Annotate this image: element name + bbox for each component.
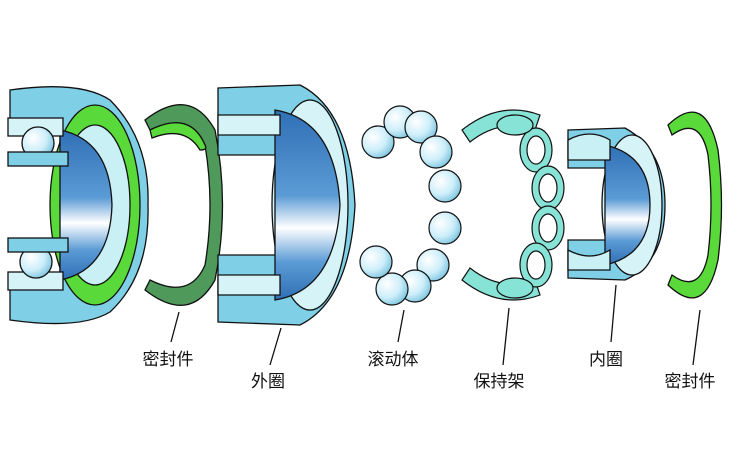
ball — [361, 125, 395, 159]
leader-line-rolling-elements — [397, 309, 405, 343]
leader-line-inner-ring — [610, 284, 617, 343]
rolling-elements-graphic — [359, 105, 462, 306]
label-seal-right: 密封件 — [664, 372, 716, 392]
cage-graphic — [461, 109, 565, 301]
label-inner-ring: 内圈 — [589, 350, 623, 370]
label-outer-ring: 外圈 — [251, 372, 285, 392]
outer-ring-graphic — [217, 84, 356, 326]
ball — [375, 272, 409, 306]
ball — [404, 110, 438, 144]
leader-line-seal-right — [692, 309, 701, 366]
ball — [419, 135, 453, 169]
assembled-bearing — [7, 86, 149, 325]
leader-line-seal-left — [170, 311, 180, 343]
leader-lines — [170, 284, 701, 366]
label-cage: 保持架 — [473, 372, 525, 392]
label-seal-left: 密封件 — [142, 350, 194, 370]
seal-left-graphic — [144, 104, 224, 306]
ball — [359, 245, 393, 279]
ball — [428, 211, 462, 245]
label-rolling-elements: 滚动体 — [367, 350, 419, 370]
leader-line-cage — [502, 307, 510, 366]
inner-ring-graphic — [567, 127, 666, 281]
leader-line-outer-ring — [269, 327, 282, 366]
ball — [428, 169, 462, 203]
seal-right-graphic — [667, 111, 723, 299]
